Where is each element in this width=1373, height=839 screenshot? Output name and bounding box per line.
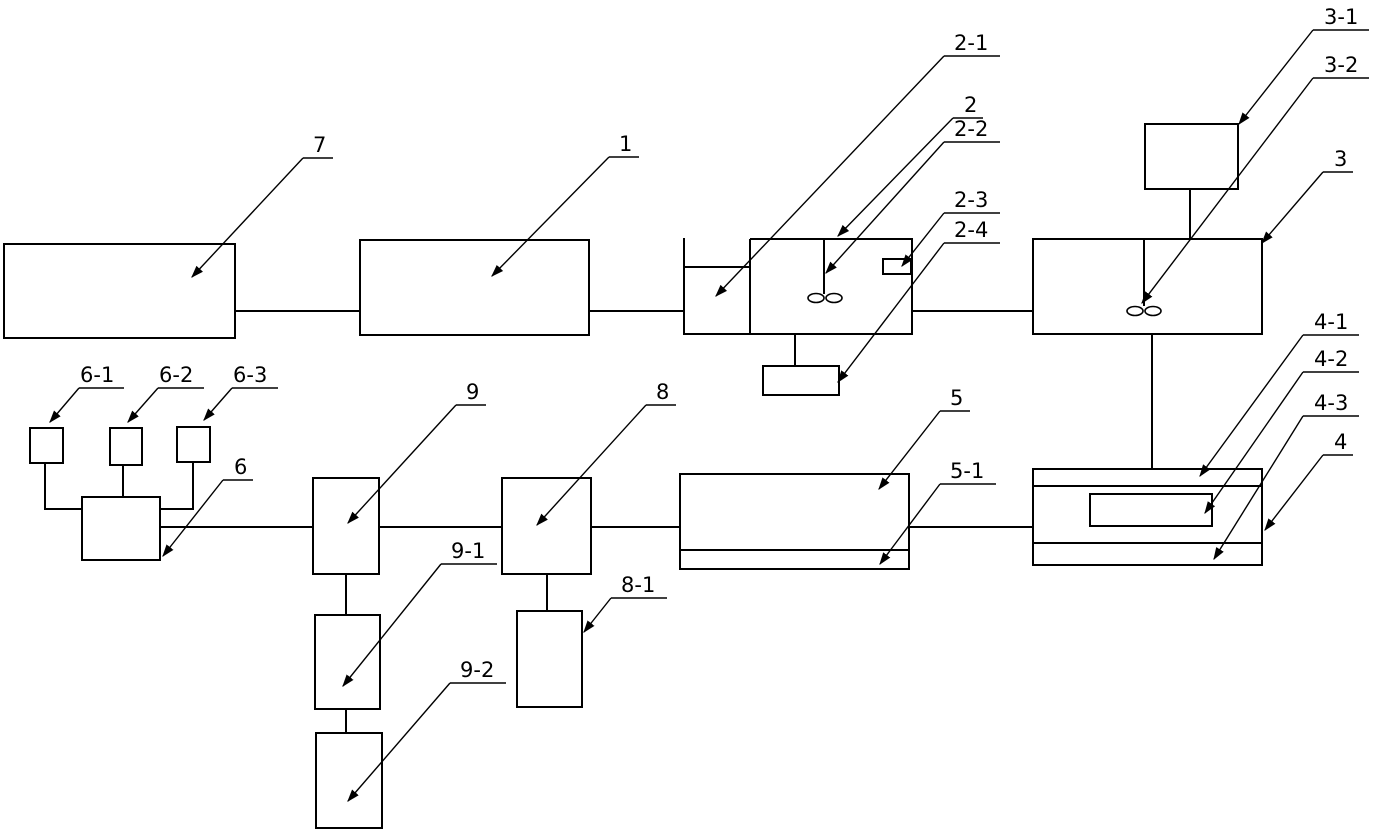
label-1: 1 (619, 132, 632, 156)
label-4-2: 4-2 (1314, 347, 1348, 371)
label-2: 2 (964, 93, 977, 117)
component-6-3-link (160, 462, 194, 510)
label-5-1: 5-1 (950, 459, 984, 483)
label-5: 5 (950, 386, 963, 410)
label-2-1: 2-1 (954, 31, 988, 55)
label-6-2: 6-2 (159, 363, 193, 387)
component-2-2-impeller-icon (807, 292, 843, 304)
callout-9-2: 9-2 (347, 658, 506, 802)
callout-1: 1 (491, 132, 639, 277)
component-2-tank (683, 238, 913, 335)
component-3-1-box (1144, 123, 1239, 190)
callout-4-2: 4-2 (1204, 347, 1359, 515)
component-6-2-box (109, 427, 143, 466)
label-9-2: 9-2 (460, 658, 494, 682)
callout-3-1: 3-1 (1238, 5, 1369, 125)
label-4: 4 (1334, 430, 1347, 454)
label-3: 3 (1334, 147, 1347, 171)
callout-8-1: 8-1 (583, 573, 667, 633)
label-4-1: 4-1 (1314, 310, 1348, 334)
label-2-2: 2-2 (954, 117, 988, 141)
callout-2: 2 (837, 93, 983, 237)
callout-6-3: 6-3 (203, 363, 278, 421)
label-6: 6 (234, 455, 247, 479)
component-4-box (1032, 468, 1263, 566)
label-8: 8 (656, 380, 669, 404)
callout-5-1: 5-1 (879, 459, 996, 566)
component-2-3-box (882, 258, 912, 275)
label-3-1: 3-1 (1324, 5, 1358, 29)
callout-9-1: 9-1 (342, 539, 497, 687)
callout-6: 6 (162, 455, 253, 557)
label-6-3: 6-3 (233, 363, 267, 387)
component-3-box (1032, 238, 1263, 335)
component-8-1-box (516, 610, 583, 708)
callout-6-1: 6-1 (49, 363, 124, 423)
callout-4: 4 (1264, 430, 1353, 531)
callout-2-2: 2-2 (825, 117, 1000, 274)
component-6-box (81, 496, 161, 561)
component-6-1-box (29, 427, 64, 464)
callout-3: 3 (1261, 147, 1353, 244)
label-8-1: 8-1 (621, 573, 655, 597)
component-9-box (312, 477, 380, 575)
label-2-4: 2-4 (954, 218, 988, 242)
component-9-1-box (314, 614, 381, 710)
callout-7: 7 (191, 133, 333, 278)
callout-5: 5 (878, 386, 970, 490)
label-9: 9 (466, 380, 479, 404)
callout-6-2: 6-2 (127, 363, 204, 423)
callout-4-1: 4-1 (1199, 310, 1359, 478)
label-7: 7 (313, 133, 326, 157)
component-9-2-box (315, 732, 383, 829)
label-6-1: 6-1 (80, 363, 114, 387)
callout-4-3: 4-3 (1213, 391, 1359, 561)
component-6-3-box (176, 426, 211, 463)
component-5-box (679, 473, 910, 570)
callout-2-1: 2-1 (715, 31, 1000, 297)
component-2-4-box (762, 365, 840, 396)
callout-3-2: 3-2 (1141, 53, 1369, 305)
component-3-2-impeller-icon (1126, 305, 1162, 317)
label-2-3: 2-3 (954, 188, 988, 212)
label-4-3: 4-3 (1314, 391, 1348, 415)
callout-8: 8 (536, 380, 676, 526)
component-8-box (501, 477, 592, 575)
component-6-1-link (44, 463, 82, 510)
component-1-box (359, 239, 590, 336)
component-4-2-box (1089, 493, 1213, 527)
callout-9: 9 (347, 380, 486, 524)
callout-2-3: 2-3 (901, 188, 1000, 267)
component-7-box (3, 243, 236, 339)
callout-2-4: 2-4 (837, 218, 1000, 384)
label-3-2: 3-2 (1324, 53, 1358, 77)
label-9-1: 9-1 (451, 539, 485, 563)
